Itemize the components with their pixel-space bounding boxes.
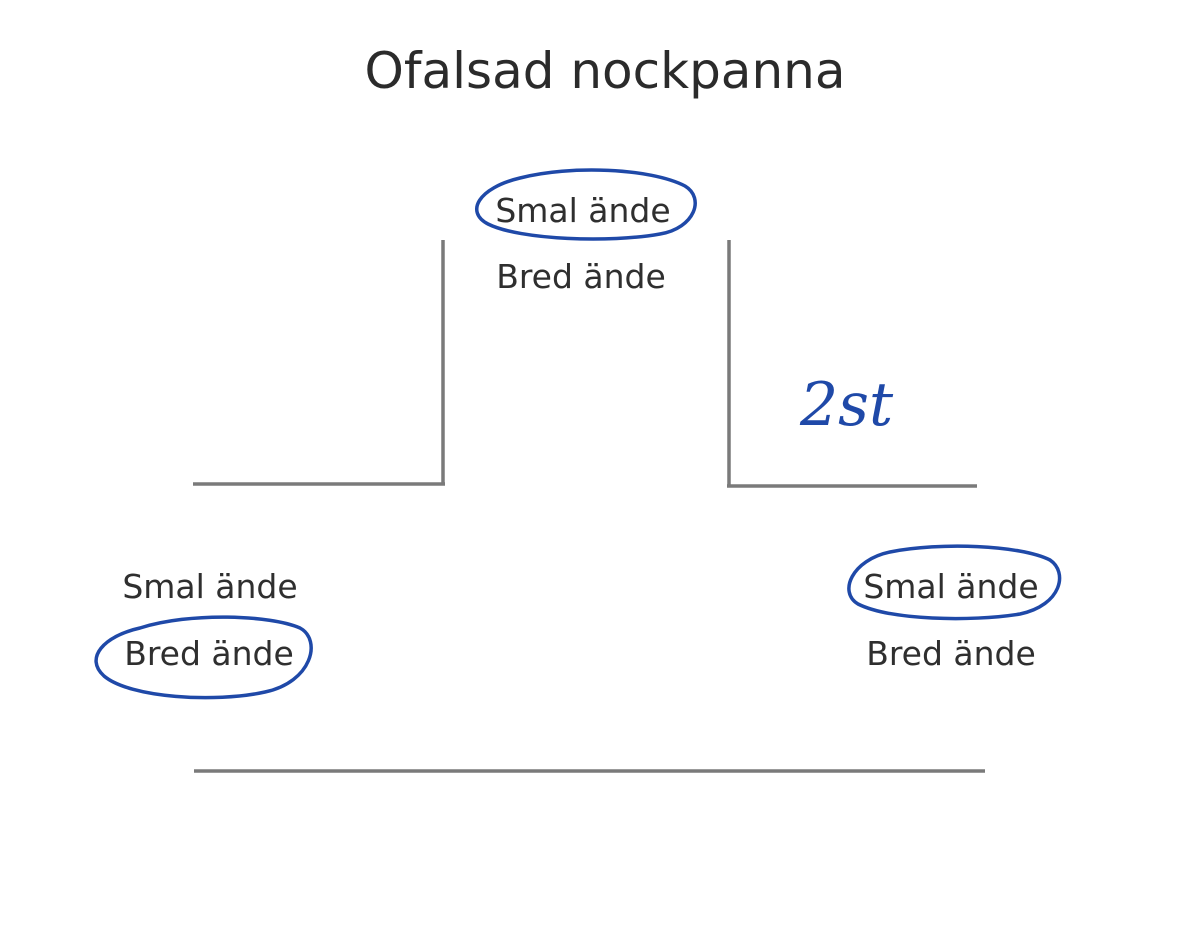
top-circle-mark (475, 168, 697, 241)
left-bred-label: Bred ände (124, 634, 294, 673)
page-title: Ofalsad nockpanna (365, 42, 846, 100)
diagram-outline (193, 240, 985, 773)
left-smal-label: Smal ände (122, 567, 297, 606)
count-annotation: 2st (799, 370, 894, 440)
top-label-group: Smal ände Bred ände (475, 168, 697, 296)
right-circle-mark (847, 544, 1062, 621)
top-smal-label: Smal ände (495, 191, 670, 230)
right-smal-label: Smal ände (863, 567, 1038, 606)
right-label-group: Smal ände Bred ände (847, 544, 1062, 673)
left-label-group: Smal ände Bred ände (94, 567, 313, 700)
top-bred-label: Bred ände (496, 257, 666, 296)
right-bred-label: Bred ände (866, 634, 1036, 673)
left-circle-mark (94, 615, 313, 700)
